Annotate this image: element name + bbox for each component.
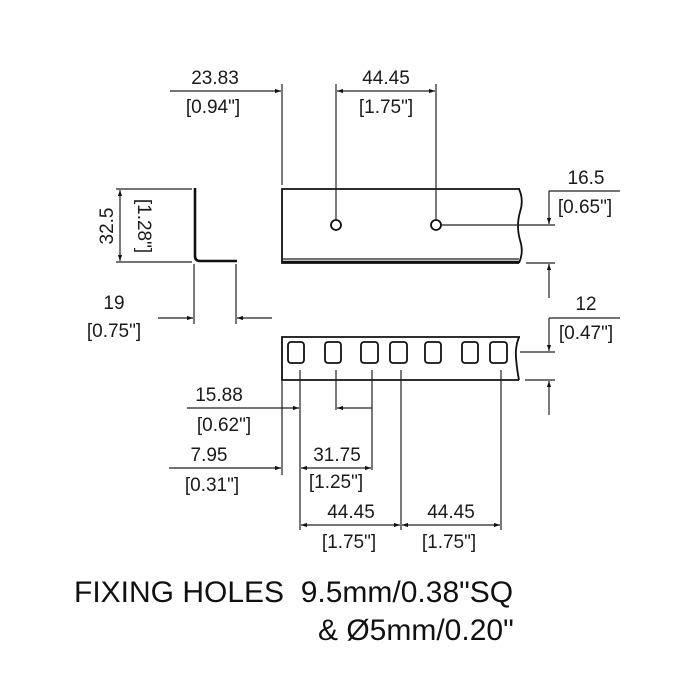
dim-offset-first-hole-inch: [0.94"]	[186, 97, 240, 118]
dim-square-hole-offset-2-inch: [0.31"]	[185, 475, 239, 496]
square-hole	[324, 341, 342, 364]
dim-square-hole-offset-1-inch: [0.62"]	[197, 415, 251, 436]
dim-round-hole-height: 16.5 [0.65"]	[441, 168, 620, 298]
dim-round-hole-pitch: 44.45 [1.75"]	[335, 68, 437, 220]
dim-flange-width-mm: 19	[103, 293, 124, 314]
square-hole	[360, 341, 379, 364]
dim-flange-width-inch: [0.75"]	[87, 321, 141, 342]
dim-flange-height: 32.5 [1.28"]	[97, 188, 192, 263]
square-hole	[489, 341, 508, 364]
dim-square-pitch-2: 44.45 [1.75"]	[402, 502, 500, 553]
angle-profile	[193, 188, 237, 263]
dim-square-hole-spacing: 31.75 [1.25"]	[301, 445, 371, 493]
dim-square-pitch-1: 44.45 [1.75"]	[301, 502, 400, 553]
round-hole	[430, 219, 442, 231]
dim-round-hole-height-inch: [0.65"]	[558, 197, 612, 218]
dim-square-pitch-1-mm: 44.45	[327, 502, 375, 523]
square-hole-extension-lines	[281, 370, 502, 530]
square-hole	[287, 341, 305, 364]
dim-square-hole-height-mm: 12	[575, 294, 596, 315]
break-line	[517, 188, 523, 264]
dim-round-hole-height-mm: 16.5	[568, 168, 605, 189]
caption-line-2: & Ø5mm/0.20"	[318, 614, 514, 647]
dim-flange-width: 19 [0.75"]	[87, 264, 272, 342]
dim-flange-height-inch: [1.28"]	[133, 199, 154, 253]
dim-square-hole-spacing-mm: 31.75	[313, 445, 361, 466]
dim-offset-first-hole-mm: 23.83	[191, 68, 239, 89]
dim-square-hole-offset-1: 15.88 [0.62"]	[187, 385, 372, 436]
caption-line-1: FIXING HOLES 9.5mm/0.38"SQ	[74, 576, 513, 609]
square-hole	[461, 341, 479, 364]
break-line	[514, 336, 520, 381]
square-hole	[389, 341, 408, 364]
dim-square-pitch-2-mm: 44.45	[427, 502, 475, 523]
dim-square-pitch-2-inch: [1.75"]	[422, 532, 476, 553]
strip-round-holes	[281, 188, 523, 264]
dim-round-hole-pitch-inch: [1.75"]	[359, 97, 413, 118]
dim-square-hole-offset-2: 7.95 [0.31"]	[169, 445, 281, 496]
round-hole	[330, 219, 342, 231]
dim-round-hole-pitch-mm: 44.45	[362, 68, 410, 89]
square-hole	[424, 341, 442, 364]
dim-offset-first-hole: 23.83 [0.94"]	[170, 68, 283, 185]
dim-square-hole-offset-2-mm: 7.95	[191, 445, 228, 466]
dim-square-hole-height-inch: [0.47"]	[559, 323, 613, 344]
dim-square-hole-height: 12 [0.47"]	[520, 294, 620, 415]
dim-square-hole-offset-1-mm: 15.88	[195, 385, 243, 406]
dim-flange-height-mm: 32.5	[97, 208, 118, 245]
dim-square-pitch-1-inch: [1.75"]	[322, 532, 376, 553]
dim-square-hole-spacing-inch: [1.25"]	[309, 472, 363, 493]
